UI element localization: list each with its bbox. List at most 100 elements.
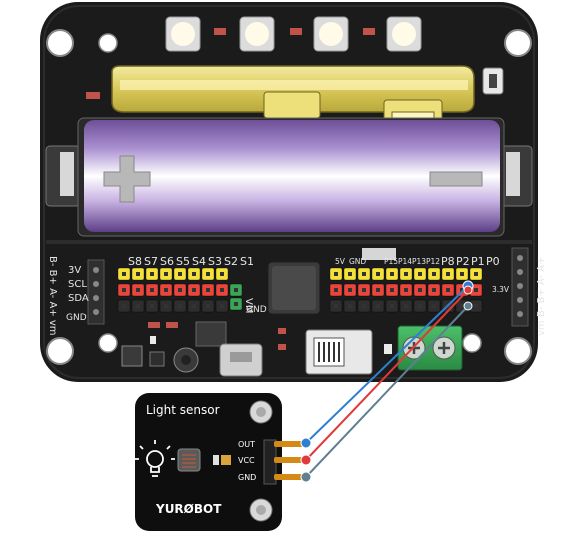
header-pin-hole: [164, 304, 168, 308]
header-pin-hole: [178, 304, 182, 308]
lightbulb-icon: [135, 440, 175, 477]
pin-label-gnd-top: GND: [349, 257, 366, 266]
header-pin-hole: [150, 304, 154, 308]
header-row-yellow-left: [117, 267, 229, 281]
wire-ground-end-board: [463, 301, 473, 311]
chip: [267, 261, 321, 315]
pin-label-s2: S2: [224, 255, 238, 268]
pin-label-p15: P15: [384, 257, 398, 266]
pin-label-s5: S5: [176, 255, 190, 268]
header-pin-hole: [220, 288, 224, 292]
header-pin-hole: [334, 272, 338, 276]
header-pin-hole: [362, 304, 366, 308]
header-pin-hole: [432, 304, 436, 308]
power-switch: [305, 329, 373, 375]
pin-label-s8: S8: [128, 255, 142, 268]
pin-label-5v: 5V: [335, 257, 346, 266]
left-label-gnd: GND: [66, 313, 87, 323]
wire-ground-end-module: [300, 471, 312, 483]
header-pin-hole: [136, 288, 140, 292]
header-pin-hole: [348, 272, 352, 276]
right-side-pins: [511, 247, 529, 327]
header-pin-hole: [474, 304, 478, 308]
module-pin-label-out: OUT: [238, 440, 255, 449]
pin-label-p8: P8: [441, 255, 455, 268]
header-pin-hole: [474, 272, 478, 276]
header-pin-hole: [220, 272, 224, 276]
header-pin-hole: [164, 288, 168, 292]
pin-label-s7: S7: [144, 255, 158, 268]
battery-plus-icon: [103, 155, 151, 203]
header-pin-hole: [334, 288, 338, 292]
header-pin-hole: [348, 288, 352, 292]
header-pin-hole: [178, 272, 182, 276]
header-pin-hole: [376, 304, 380, 308]
header-pin-hole: [474, 288, 478, 292]
usb-port: [219, 343, 263, 377]
mount-hole-top-left: [46, 29, 74, 57]
header-pin-hole: [150, 272, 154, 276]
wires: [300, 280, 474, 483]
header-pin-hole: [206, 272, 210, 276]
header-pin-hole: [404, 288, 408, 292]
pin-label-p14: P14: [398, 257, 412, 266]
header-pin-hole: [376, 288, 380, 292]
header-pin-hole: [390, 288, 394, 292]
expansion-board: S8 S7 S6 S5 S4 S3 S2 S1 5V GND P15 P14 P…: [40, 2, 547, 382]
pin-label-p2: P2: [456, 255, 470, 268]
header-pin-hole: [376, 272, 380, 276]
wire-power-end-module: [300, 454, 312, 466]
pin-label-vm: VM: [243, 298, 254, 313]
wire-signal: [305, 285, 469, 444]
module-body: [135, 393, 282, 531]
mount-hole-top-right: [504, 29, 532, 57]
mount-hole-bottom-right: [504, 337, 532, 365]
header-pin-hole: [136, 304, 140, 308]
header-pin-hole: [220, 304, 224, 308]
header-pin-hole: [432, 288, 436, 292]
header-pin-hole: [234, 288, 238, 292]
battery-minus-icon: [429, 171, 483, 187]
module-pin-label-vcc: VCC: [238, 456, 255, 465]
pin-label-p0: P0: [486, 255, 500, 268]
header-vm-pins: [229, 283, 243, 311]
header-pin-hole: [234, 302, 238, 306]
header-pin-hole: [362, 272, 366, 276]
header-pin-hole: [192, 304, 196, 308]
header-pin-hole: [418, 288, 422, 292]
board-edge: [43, 5, 535, 379]
header-pin-hole: [390, 272, 394, 276]
header-pin-hole: [362, 288, 366, 292]
module-title: Light sensor: [146, 403, 220, 417]
header-pin-hole: [122, 272, 126, 276]
header-pin-hole: [418, 272, 422, 276]
left-label-3v: 3V: [68, 265, 81, 276]
screw-terminal: [397, 325, 463, 371]
header-row-red-left: [117, 283, 229, 297]
header-pin-hole: [390, 304, 394, 308]
header-pin-hole: [206, 288, 210, 292]
passive-components: [121, 321, 392, 373]
label-strip: [362, 248, 396, 260]
right-vertical-label: vm B- B+ A- A+: [536, 256, 547, 336]
capacitor: [221, 455, 231, 465]
header-pin-hole: [418, 304, 422, 308]
header-pin-hole: [334, 304, 338, 308]
header-row-black-right: [329, 299, 483, 313]
pin-label-p13: P13: [412, 257, 426, 266]
header-pin-hole: [122, 288, 126, 292]
battery-holder: [45, 117, 533, 237]
pin-label-gnd-vm: GND: [246, 305, 267, 315]
left-label-scl: SCL: [68, 279, 87, 290]
led-row: [165, 16, 422, 52]
photoresistor: [177, 448, 201, 472]
header-pin-hole: [164, 272, 168, 276]
pin-label-3v3: 3.3V: [492, 285, 510, 294]
header-pin-hole: [192, 288, 196, 292]
header-pin-hole: [404, 304, 408, 308]
module-pin-header: [263, 439, 306, 485]
header-pin-hole: [446, 288, 450, 292]
pin-label-p12: P12: [426, 257, 440, 266]
